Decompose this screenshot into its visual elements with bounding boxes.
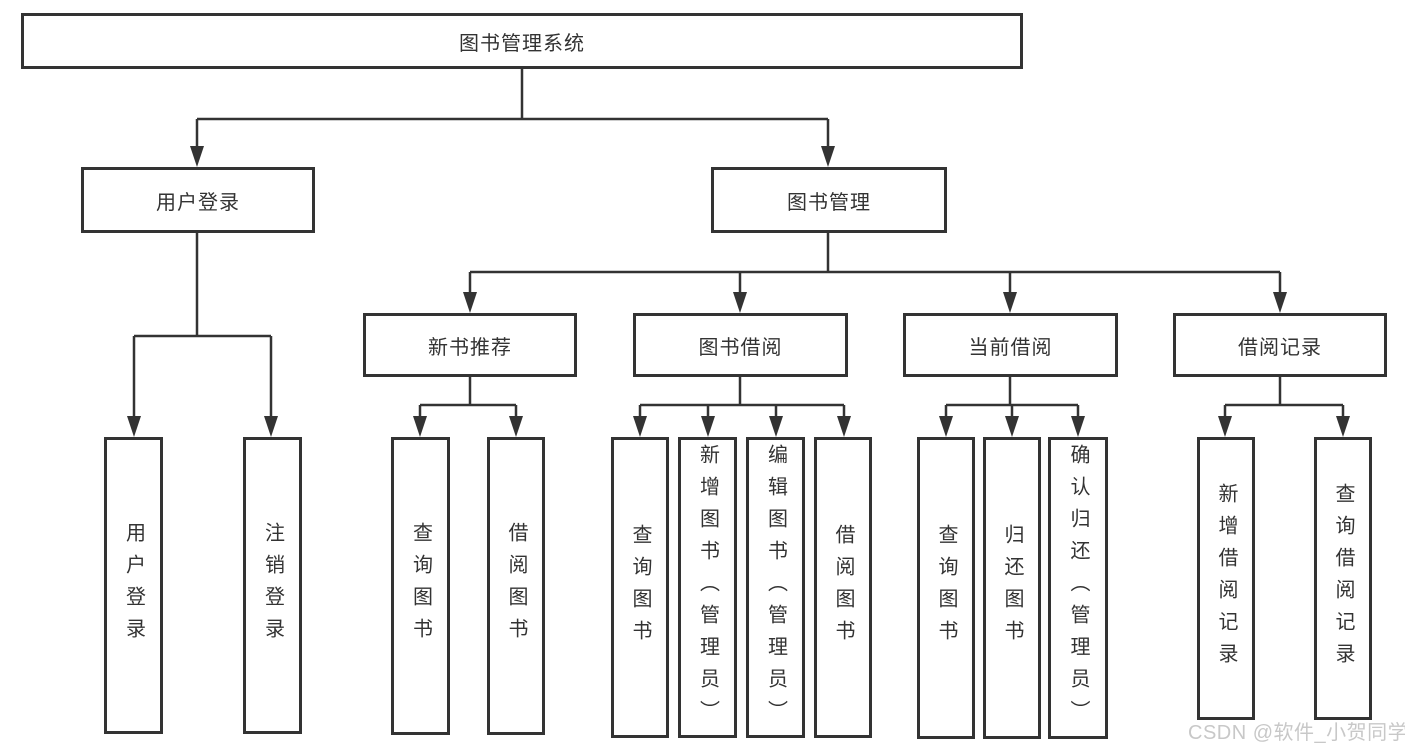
leaf-add-books-admin-label: 新增图书（管理员）: [696, 443, 719, 732]
arrowheads: [127, 146, 1350, 437]
node-borrow-records-label: 借阅记录: [1238, 336, 1322, 359]
node-user-login: 用户登录: [81, 167, 315, 233]
node-root: 图书管理系统: [21, 13, 1023, 69]
node-book-borrow-label: 图书借阅: [698, 336, 783, 359]
leaf-borrow-books: 借阅图书: [814, 437, 872, 738]
node-book-management-label: 图书管理: [787, 191, 871, 214]
node-new-book-recommend: 新书推荐: [363, 313, 577, 377]
leaf-query-borrow-record-label: 查询借阅记录: [1332, 482, 1354, 675]
leaf-current-query-books-label: 查询图书: [935, 524, 957, 652]
leaf-recommend-query-books: 查询图书: [391, 437, 450, 735]
leaf-logout-label: 注销登录: [261, 521, 284, 650]
node-book-borrow: 图书借阅: [633, 313, 848, 377]
leaf-edit-books-admin-label: 编辑图书（管理员）: [764, 443, 787, 732]
node-user-login-label: 用户登录: [156, 191, 240, 214]
leaf-query-borrow-record: 查询借阅记录: [1314, 437, 1372, 720]
leaf-return-books: 归还图书: [983, 437, 1041, 739]
leaf-borrow-books-label: 借阅图书: [832, 523, 854, 652]
leaf-add-books-admin: 新增图书（管理员）: [678, 437, 737, 738]
leaf-confirm-return-admin-label: 确认归还（管理员）: [1067, 444, 1089, 732]
leaf-confirm-return-admin: 确认归还（管理员）: [1048, 437, 1108, 739]
node-new-book-recommend-label: 新书推荐: [428, 336, 512, 359]
leaf-logout: 注销登录: [243, 437, 302, 734]
leaf-borrow-query-books-label: 查询图书: [629, 523, 651, 652]
leaf-borrow-query-books: 查询图书: [611, 437, 669, 738]
csdn-watermark: CSDN @软件_小贺同学: [1188, 722, 1405, 744]
leaf-user-login-label: 用户登录: [122, 521, 145, 650]
leaf-edit-books-admin: 编辑图书（管理员）: [746, 437, 805, 738]
leaf-recommend-borrow-books-label: 借阅图书: [505, 522, 527, 650]
leaf-add-borrow-record-label: 新增借阅记录: [1215, 482, 1237, 675]
node-root-label: 图书管理系统: [459, 32, 585, 55]
leaf-current-query-books: 查询图书: [917, 437, 975, 739]
leaf-recommend-borrow-books: 借阅图书: [487, 437, 545, 735]
leaf-recommend-query-books-label: 查询图书: [409, 522, 432, 650]
leaf-add-borrow-record: 新增借阅记录: [1197, 437, 1255, 720]
node-borrow-records: 借阅记录: [1173, 313, 1387, 377]
leaf-user-login: 用户登录: [104, 437, 163, 734]
node-book-management: 图书管理: [711, 167, 947, 233]
leaf-return-books-label: 归还图书: [1001, 524, 1023, 652]
node-current-borrow: 当前借阅: [903, 313, 1118, 377]
node-current-borrow-label: 当前借阅: [968, 336, 1053, 359]
